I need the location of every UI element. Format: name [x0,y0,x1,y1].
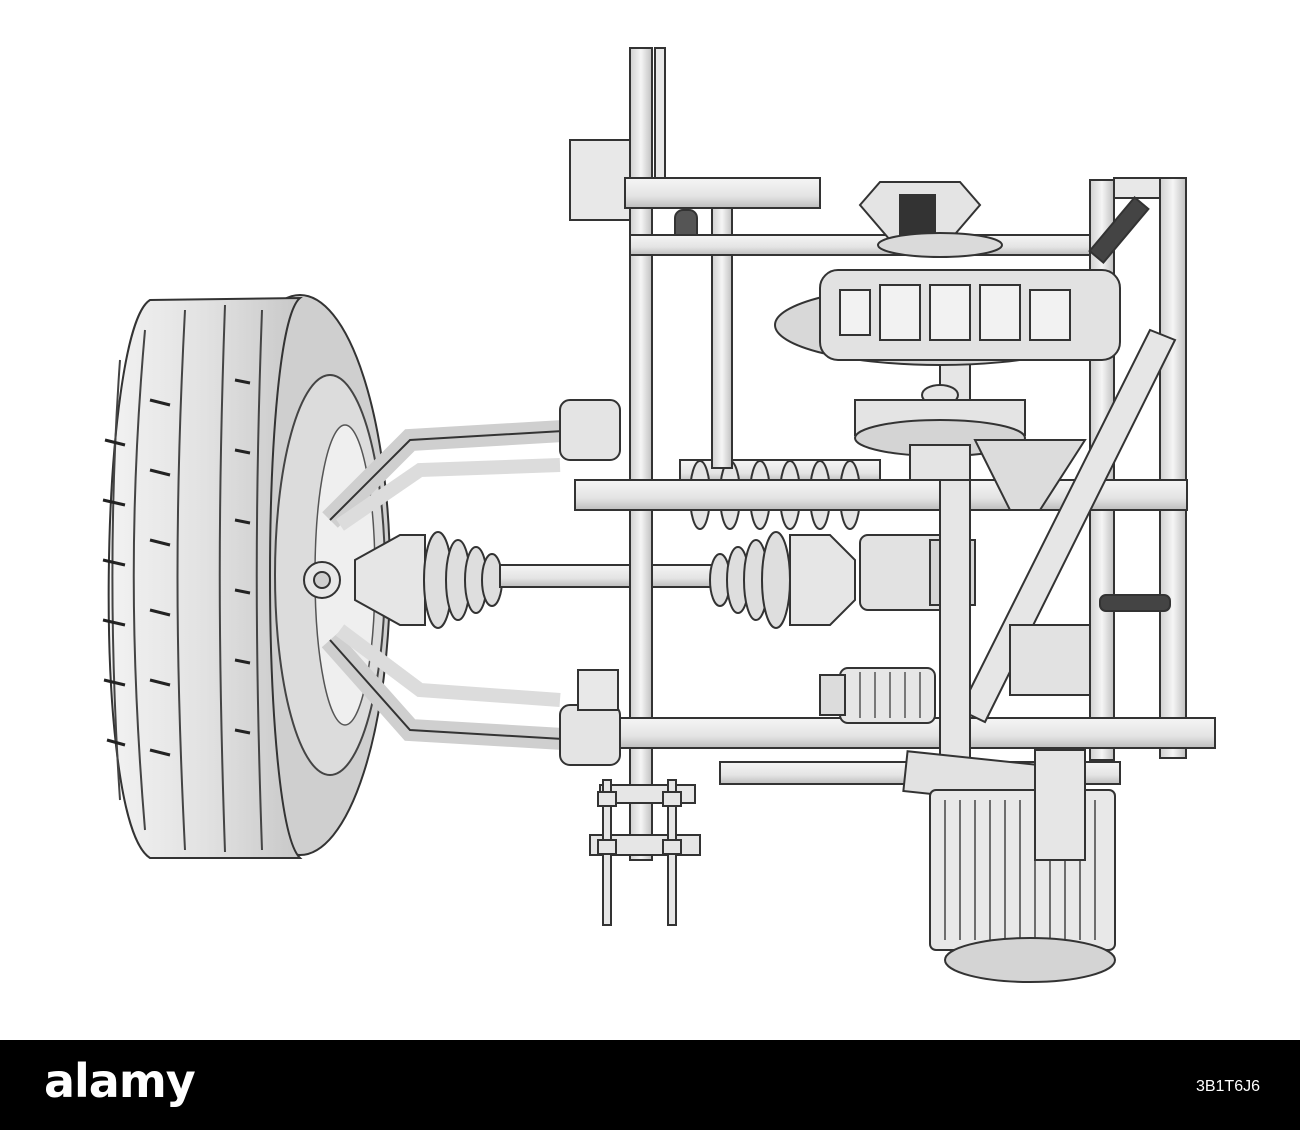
brand-logo: alamy [44,1054,196,1108]
suspension-arm-icon [303,399,621,766]
illustration-canvas [102,47,1216,983]
stock-image-id: 3B1T6J6 [1195,1078,1260,1095]
frame-icon [569,47,1216,861]
mounting-bolts-icon [589,779,701,926]
drive-shaft-icon [354,531,976,629]
wheel-tire-icon [102,294,391,859]
starter-motor-icon [819,667,936,724]
gear-assembly-icon [774,181,1121,511]
stock-footer: alamy 3B1T6J6 [0,1040,1300,1130]
electric-motor-icon [902,624,1116,983]
